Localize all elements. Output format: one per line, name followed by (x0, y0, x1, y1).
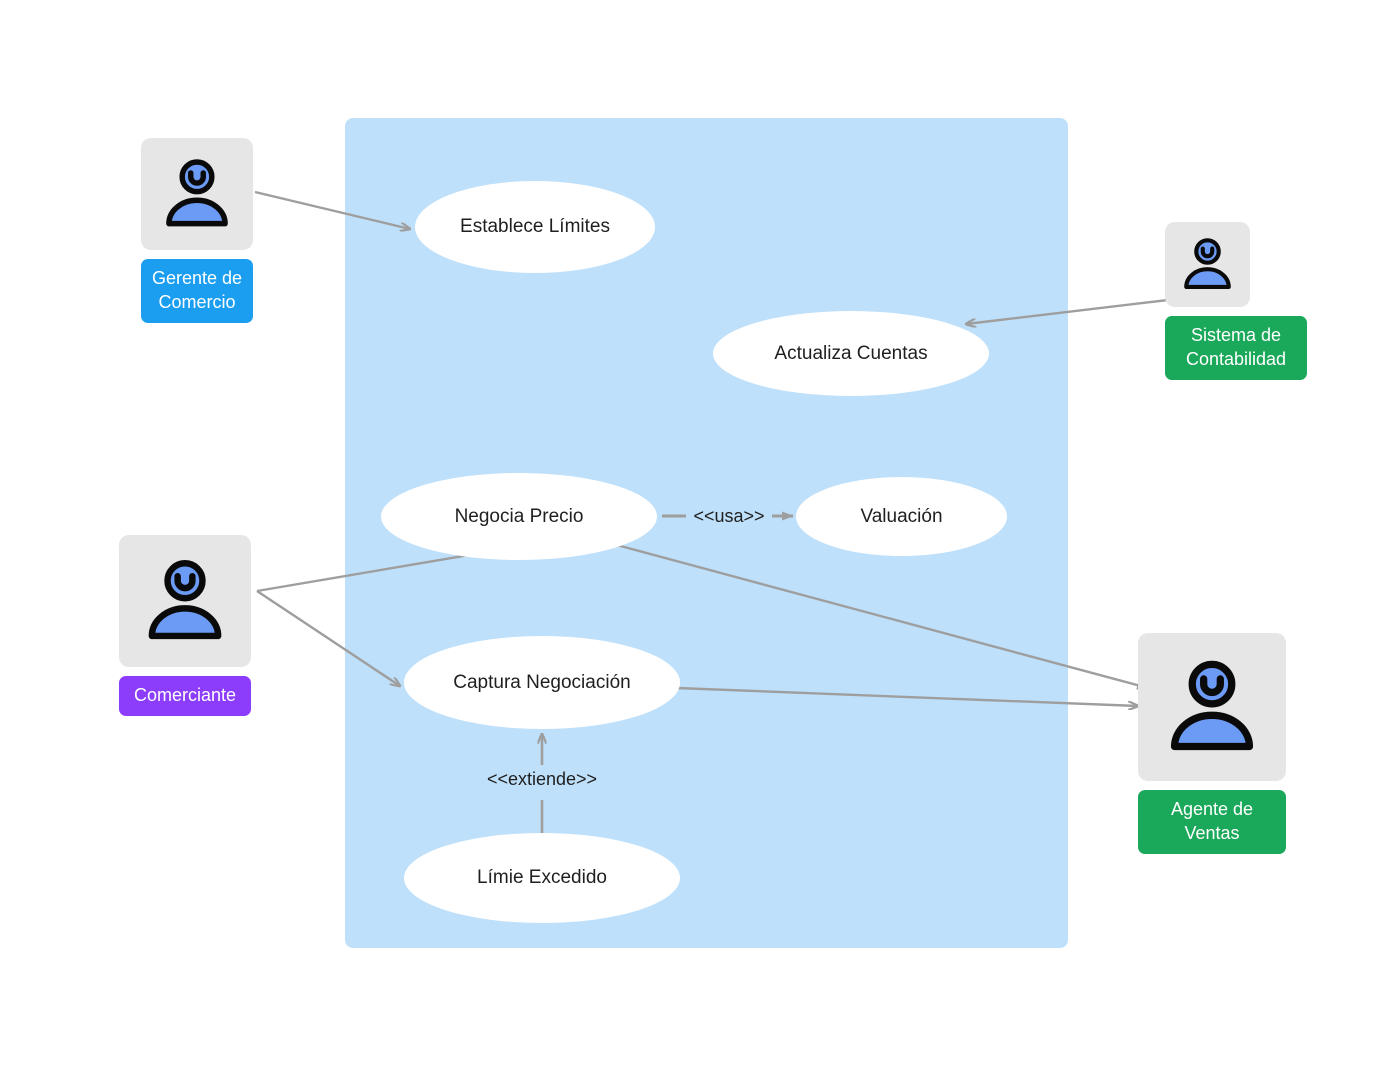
use-case-negocia-precio[interactable]: Negocia Precio (381, 473, 657, 560)
actor-label-gerente-de-comercio: Gerente de Comercio (141, 259, 253, 323)
stereotype-label-usa: <<usa>> (693, 506, 765, 526)
actor-person-icon (1184, 238, 1231, 289)
use-case-label: Límie Excedido (477, 867, 607, 889)
actor-label-agente-de-ventas: Agente de Ventas (1138, 790, 1286, 854)
actor-person-icon (119, 535, 251, 667)
actor-person-icon (166, 159, 228, 227)
actor-agente-de-ventas[interactable]: Agente de Ventas (1138, 633, 1286, 854)
actor-person-icon (1170, 660, 1254, 751)
use-case-label: Establece Límites (460, 216, 610, 238)
actor-person-icon (141, 138, 253, 250)
use-case-label: Valuación (860, 505, 943, 527)
actor-label-comerciante: Comerciante (119, 676, 251, 716)
actor-person-icon (1165, 222, 1250, 307)
stereotype-label-extiende: <<extiende>> (486, 769, 598, 789)
actor-person-icon (1138, 633, 1286, 781)
use-case-label: Negocia Precio (454, 505, 584, 527)
use-case-limie-excedido[interactable]: Límie Excedido (404, 833, 680, 923)
use-case-valuacion[interactable]: Valuación (796, 477, 1007, 556)
use-case-establece-limites[interactable]: Establece Límites (415, 181, 655, 273)
actor-person-icon (148, 560, 222, 640)
use-case-captura-negociacion[interactable]: Captura Negociación (404, 636, 680, 729)
use-case-label: Actualiza Cuentas (774, 342, 928, 364)
actor-sistema-de-contabilidad[interactable]: Sistema de Contabilidad (1165, 222, 1307, 380)
actor-gerente-de-comercio[interactable]: Gerente de Comercio (141, 138, 253, 323)
use-case-actualiza-cuentas[interactable]: Actualiza Cuentas (713, 311, 989, 396)
use-case-label: Captura Negociación (453, 671, 631, 693)
actor-comerciante[interactable]: Comerciante (119, 535, 251, 716)
actor-label-sistema-de-contabilidad: Sistema de Contabilidad (1165, 316, 1307, 380)
